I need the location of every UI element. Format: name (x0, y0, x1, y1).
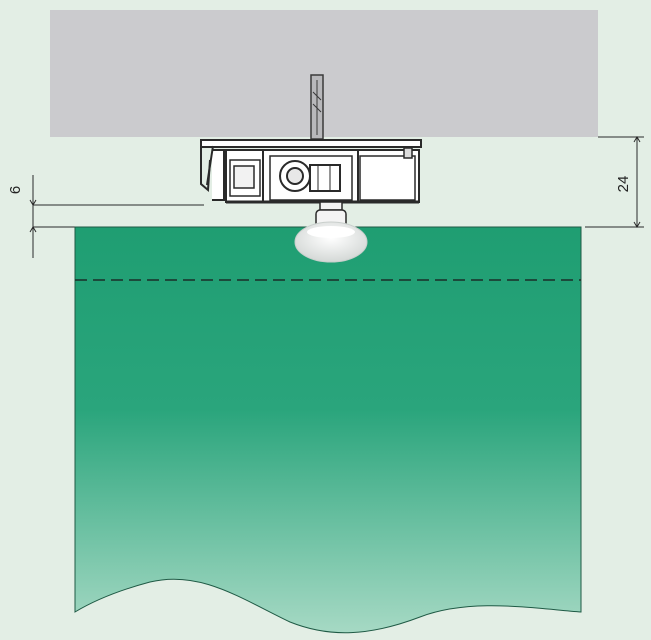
dimension-24-label: 24 (615, 176, 632, 193)
mounting-bracket (310, 74, 324, 140)
dimension-6-lines (29, 175, 204, 258)
curtain-panel (74, 226, 582, 634)
dimension-24-lines (585, 136, 644, 228)
trolley-wheel (279, 160, 341, 192)
ceiling-block (50, 10, 598, 137)
glide-roller (294, 221, 368, 263)
dimension-6-label: 6 (7, 186, 24, 194)
